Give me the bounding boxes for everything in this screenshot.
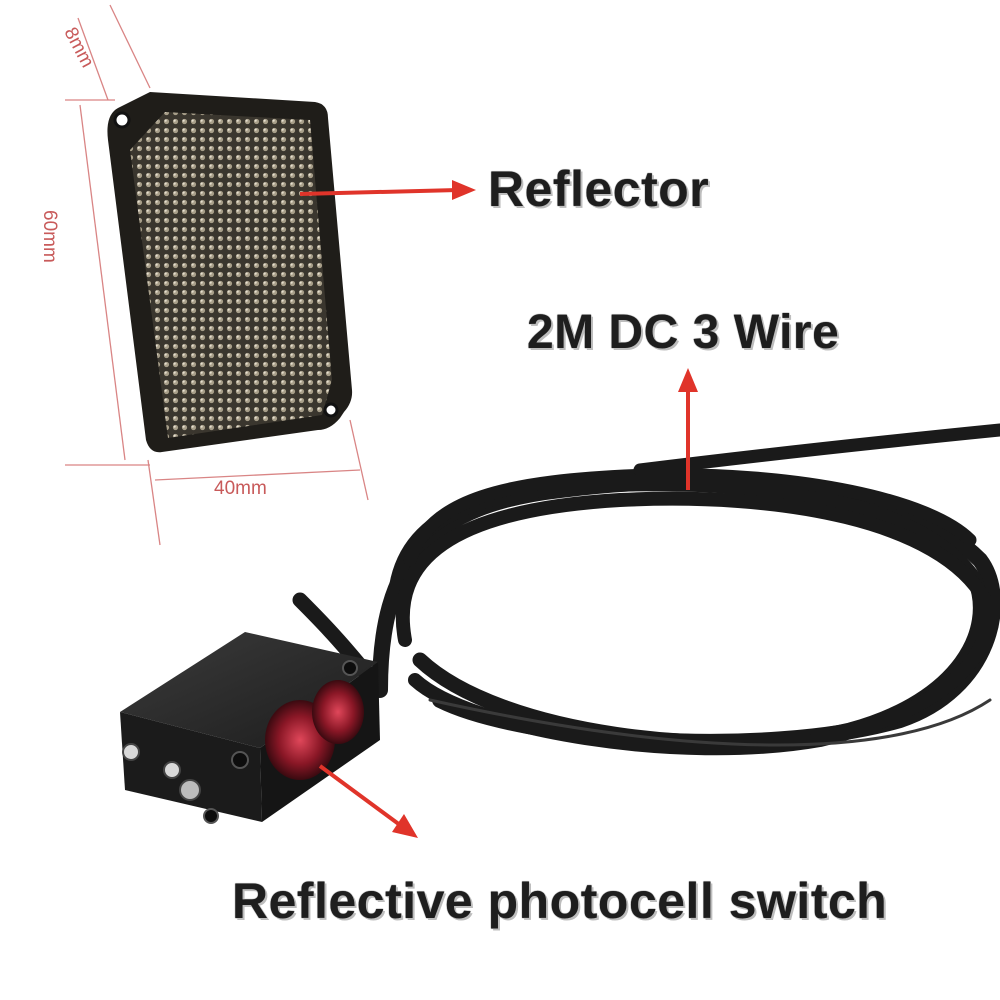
reflector-label: Reflector <box>488 161 710 217</box>
width-dimension-label: 40mm <box>214 478 267 499</box>
callout-arrows <box>299 180 698 838</box>
reflector-image <box>107 92 353 453</box>
photocell-switch-label: Reflective photocell switch <box>232 873 888 929</box>
height-dimension-label: 60mm <box>39 210 60 263</box>
dimension-lines <box>65 4 369 546</box>
wire-label: 2M DC 3 Wire <box>527 306 840 359</box>
cable <box>292 423 1000 756</box>
photocell-sensor-image <box>120 632 380 824</box>
